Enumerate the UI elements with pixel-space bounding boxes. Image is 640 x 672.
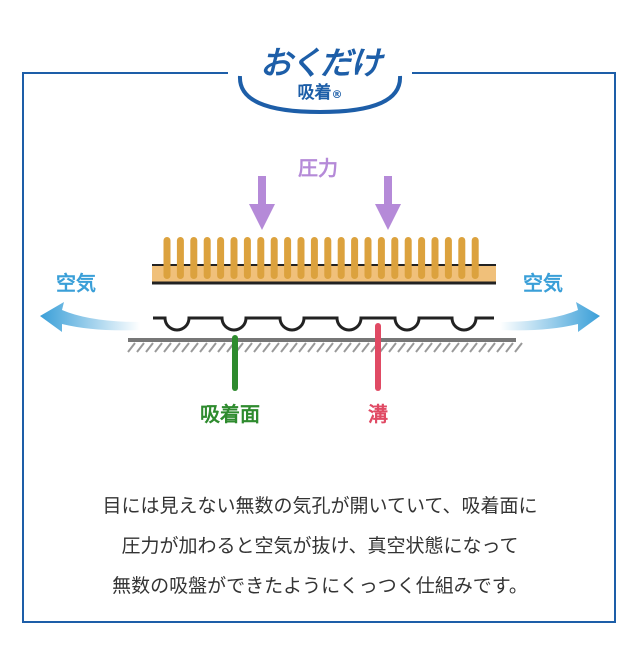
- bristle: [284, 237, 292, 279]
- registered-mark: ®: [331, 88, 343, 101]
- bristle: [163, 237, 171, 279]
- bristle: [418, 237, 426, 279]
- bristle: [404, 237, 412, 279]
- bristle: [297, 237, 305, 279]
- bristle: [190, 237, 198, 279]
- bristle: [270, 237, 278, 279]
- logo-ellipse-icon: [237, 75, 403, 115]
- bristle: [310, 237, 318, 279]
- bristle: [364, 237, 372, 279]
- mat-base: [152, 264, 496, 284]
- bristle: [391, 237, 399, 279]
- air-left-label: 空気: [56, 271, 96, 295]
- bristle: [458, 237, 466, 279]
- air-left-arrow-icon: [40, 302, 140, 332]
- description-line: 無数の吸盤ができたようにくっつく仕組みです。: [112, 575, 528, 597]
- bristle: [203, 237, 211, 279]
- pressure-arrow-icon: [375, 176, 401, 230]
- logo-text: おくだけ: [259, 44, 382, 82]
- bristle: [471, 237, 479, 279]
- suction-surface-label: 吸着面: [200, 402, 260, 426]
- bristle: [230, 237, 238, 279]
- bristle: [444, 237, 452, 279]
- bristle: [243, 237, 251, 279]
- logo-subtext: 吸着: [297, 83, 332, 103]
- logo: おくだけ 吸着®: [228, 36, 412, 116]
- bristle: [176, 237, 184, 279]
- description-line: 圧力が加わると空気が抜け、真空状態になって: [121, 535, 519, 557]
- bristle: [217, 237, 225, 279]
- pressure-label: 圧力: [298, 156, 338, 180]
- bristle: [377, 237, 385, 279]
- bristle: [257, 237, 265, 279]
- pressure-arrow-icon: [249, 176, 275, 230]
- groove-label: 溝: [368, 402, 388, 426]
- suction-surface-line: [153, 316, 494, 332]
- bristle: [431, 237, 439, 279]
- air-right-arrow-icon: [500, 302, 600, 332]
- description: 目には見えない無数の気孔が開いていて、吸着面に 圧力が加わると空気が抜け、真空状…: [0, 486, 640, 606]
- bristle: [351, 237, 359, 279]
- description-line: 目には見えない無数の気孔が開いていて、吸着面に: [102, 495, 538, 517]
- air-right-label: 空気: [523, 271, 563, 295]
- bristle: [324, 237, 332, 279]
- bristle: [337, 237, 345, 279]
